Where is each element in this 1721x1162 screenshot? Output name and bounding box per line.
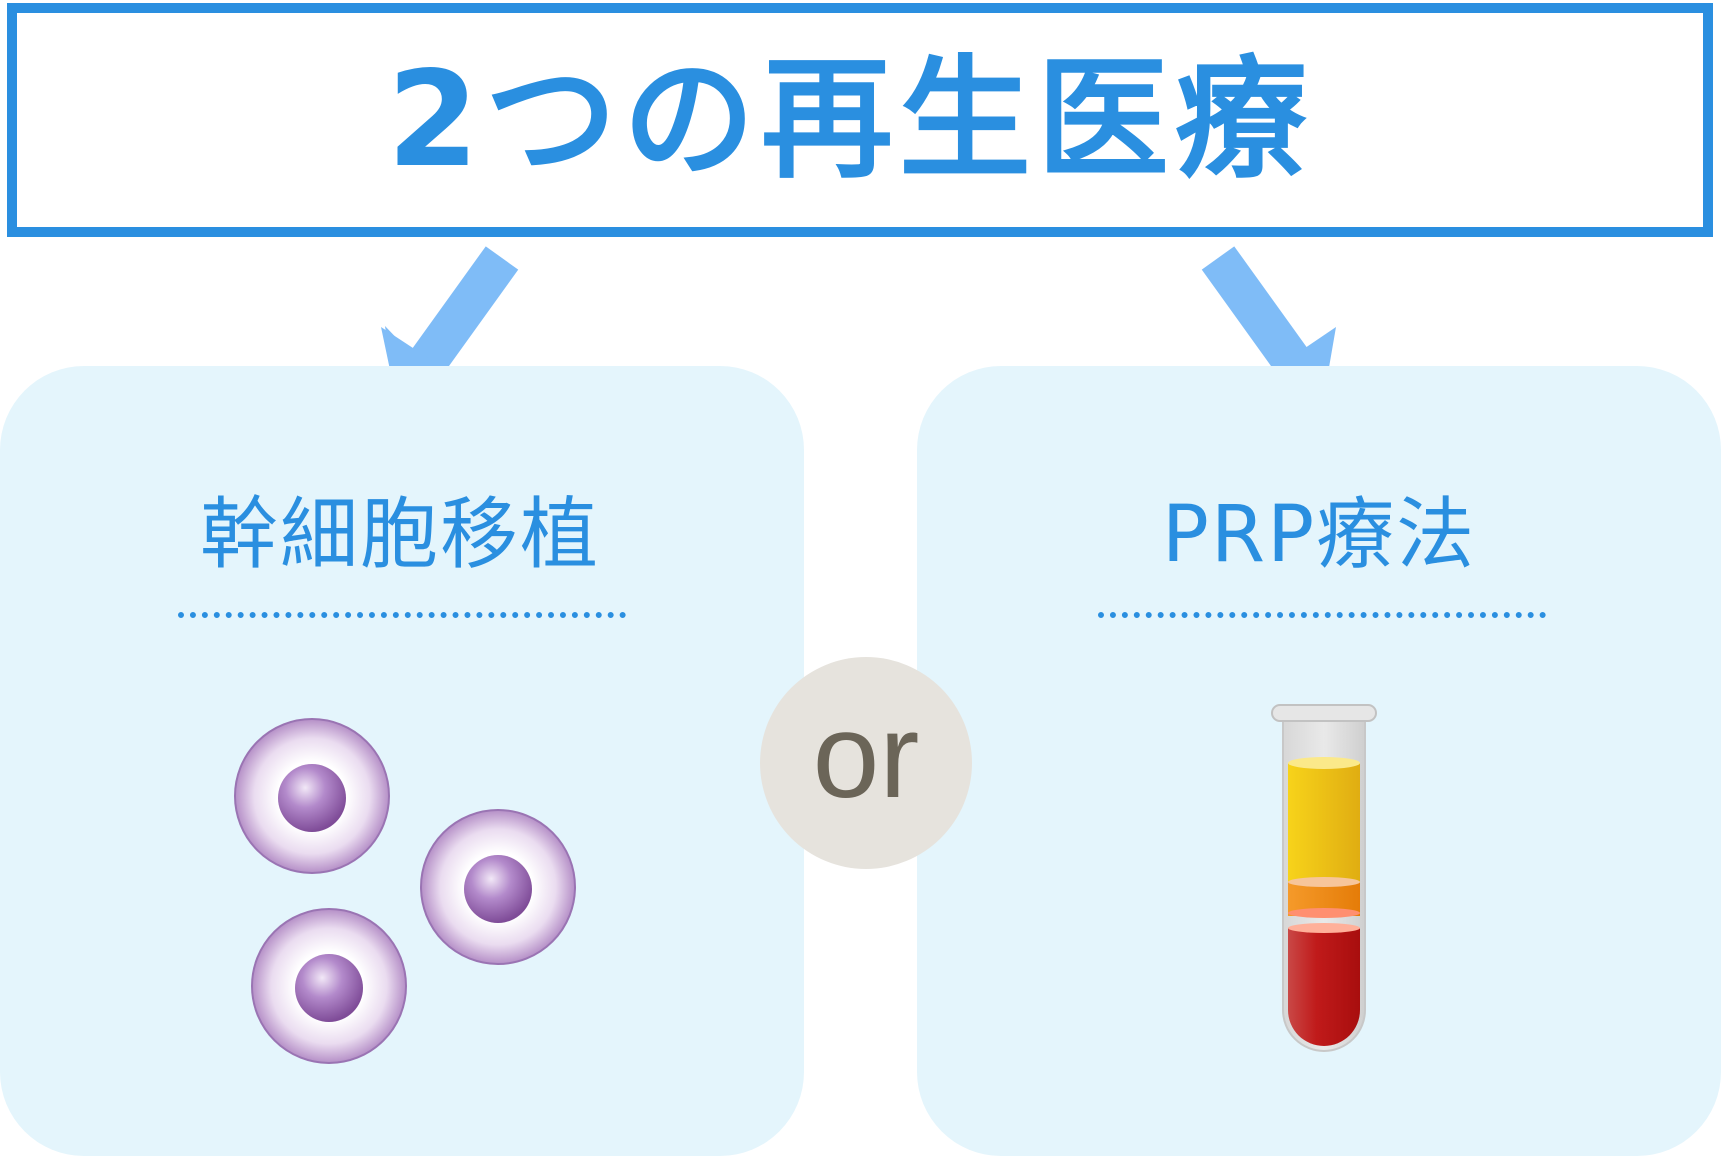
or-badge: or: [760, 657, 972, 869]
cell-2: [420, 809, 576, 965]
arrows: [381, 246, 1336, 408]
dotted-divider: [178, 612, 626, 618]
stem-cells-icon: [234, 718, 576, 1064]
page-title: 2つの再生医療: [387, 43, 1313, 197]
dotted-divider: [1098, 612, 1546, 618]
blood-test-tube-icon: [1271, 704, 1377, 1052]
title-box: 2つの再生医療: [7, 3, 1713, 237]
cell-3: [251, 908, 407, 1064]
stem-cell-label: 幹細胞移植: [199, 490, 600, 580]
or-text: or: [812, 689, 920, 823]
blood-layer: [1288, 928, 1360, 1046]
plasma-layer: [1288, 763, 1360, 882]
cell-1: [234, 718, 390, 874]
tube-rim: [1271, 704, 1377, 722]
stem-cell-panel: 幹細胞移植: [0, 366, 804, 1156]
prp-label: PRP療法: [1161, 490, 1477, 580]
